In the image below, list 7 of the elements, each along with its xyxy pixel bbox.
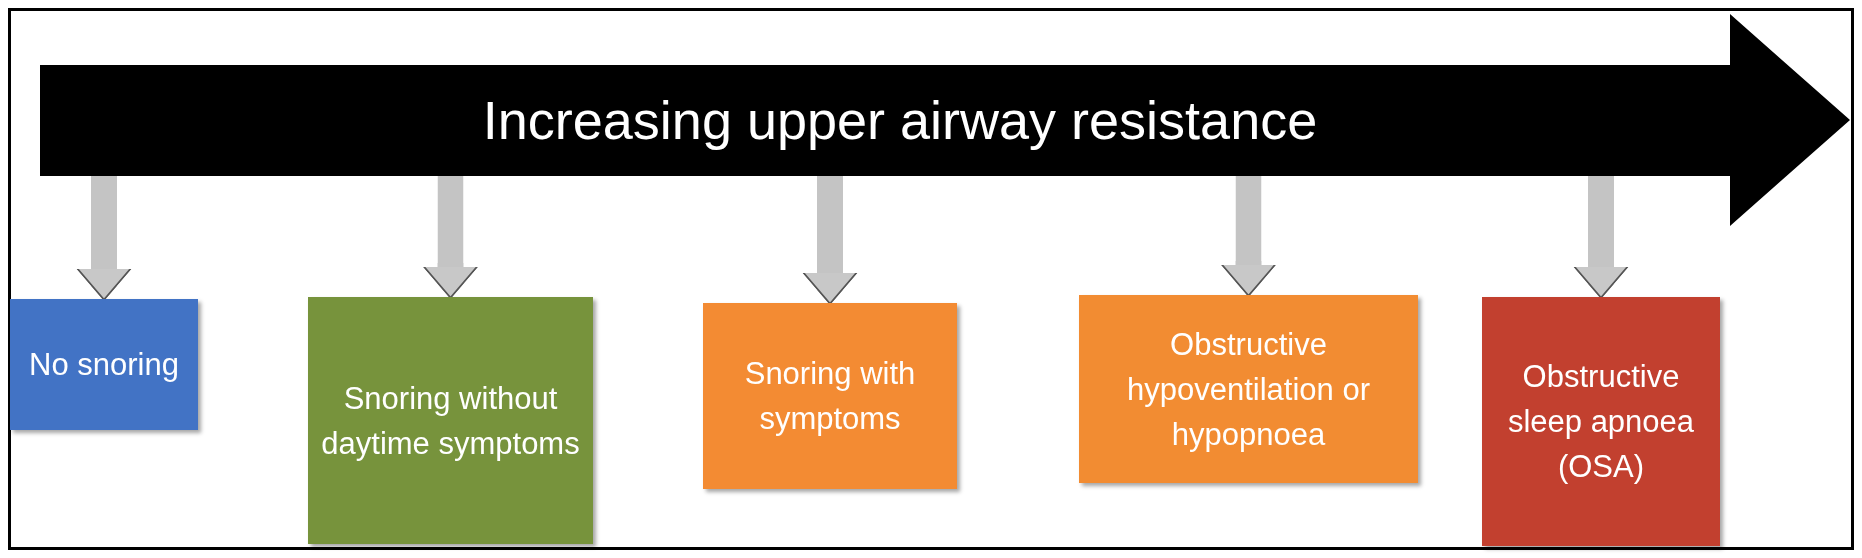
stage-box: Snoring with symptoms xyxy=(703,303,957,489)
stage-box: No snoring xyxy=(10,299,198,430)
stage-box: Snoring without daytime symptoms xyxy=(308,297,593,544)
arrow-label: Increasing upper airway resistance xyxy=(481,89,1319,152)
stage-box: Obstructive sleep apnoea (OSA) xyxy=(1482,297,1720,546)
stage-box: Obstructive hypoventilation or hypopnoea xyxy=(1079,295,1418,483)
timeline-arrow xyxy=(40,14,1850,226)
